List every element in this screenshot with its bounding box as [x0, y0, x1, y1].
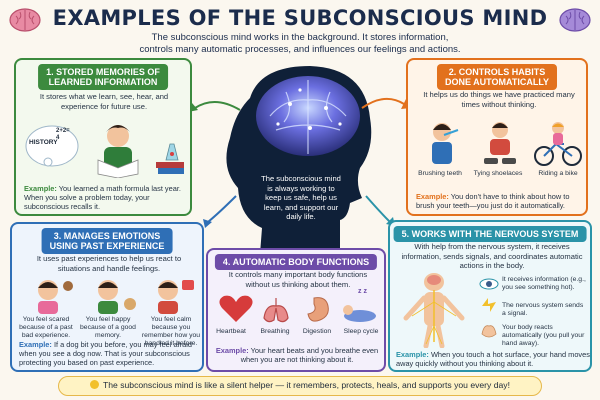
nervous-system-text: With help from the nervous system, it re… — [401, 242, 583, 270]
body-item-heartbeat: Heartbeat — [216, 328, 246, 335]
nervous-system-panel: 5. WORKS WITH THE NERVOUS SYSTEM With he… — [388, 220, 592, 372]
brain-logo-left-icon — [9, 8, 41, 32]
page-title: EXAMPLES OF THE SUBCONSCIOUS MIND — [52, 6, 548, 30]
body-functions-title: 4. AUTOMATIC BODY FUNCTIONS — [214, 254, 378, 270]
studying-boy-illustration — [25, 125, 184, 178]
nervous-system-example: Example: When you touch a hot surface, y… — [396, 350, 590, 368]
memories-panel: 1. STORED MEMORIES OF LEARNED INFORMATIO… — [14, 58, 192, 216]
habits-title-line-2: DONE AUTOMATICALLY — [444, 77, 550, 87]
emotions-example: Example: If a dog bit you before, you ma… — [19, 340, 201, 368]
footer-text: The subconscious mind is like a silent h… — [103, 380, 510, 390]
subtitle-line-1: The subconscious mind works in the backg… — [151, 32, 449, 43]
habits-panel: 2. CONTROLS HABITS DONE AUTOMATICALLY It… — [406, 58, 588, 216]
memories-title: 1. STORED MEMORIES OF LEARNED INFORMATIO… — [38, 64, 168, 90]
body-item-breathing: Breathing — [260, 328, 290, 335]
body-functions-panel: 4. AUTOMATIC BODY FUNCTIONS It controls … — [206, 248, 386, 372]
emotions-example-label: Example: — [19, 340, 52, 349]
page-subtitle: The subconscious mind works in the backg… — [90, 32, 510, 56]
sleep-z-text: z z — [358, 288, 367, 295]
habit-item-shoelaces: Tying shoelaces — [473, 170, 523, 177]
emotion-item-calm: You feel calm because you remember how y… — [141, 316, 201, 347]
emotions-panel: 3. MANAGES EMOTIONS USING PAST EXPERIENC… — [10, 222, 204, 372]
footer-banner: The subconscious mind is like a silent h… — [58, 376, 542, 396]
lightbulb-icon — [90, 380, 100, 389]
head-brain-illustration — [226, 66, 372, 254]
habits-text: It helps us do things we have practiced … — [423, 90, 575, 109]
body-item-sleep-cycle: Sleep cycle — [343, 328, 379, 335]
habits-title: 2. CONTROLS HABITS DONE AUTOMATICALLY — [436, 64, 558, 90]
emotions-title-line-1: 3. MANAGES EMOTIONS — [53, 231, 161, 241]
nervous-body-illustration — [403, 273, 465, 348]
center-caption: The subconscious mind is always working … — [261, 174, 341, 221]
nervous-step-receive: It receives information (e.g., you see s… — [502, 276, 586, 291]
emotions-text: It uses past experiences to help us reac… — [36, 254, 182, 273]
memories-title-line-1: 1. STORED MEMORIES OF — [46, 67, 160, 77]
subtitle-line-2: controls many automatic processes, and i… — [139, 44, 461, 55]
body-functions-text: It controls many important body function… — [228, 270, 368, 289]
memories-text: It stores what we learn, see, hear, and … — [39, 92, 169, 111]
nervous-system-title: 5. WORKS WITH THE NERVOUS SYSTEM — [393, 226, 587, 242]
memories-example-text: You learned a math formula last year. Wh… — [24, 184, 181, 212]
book-label-history: HISTORY — [29, 139, 58, 146]
body-functions-example: Example: Your heart beats and you breath… — [214, 346, 380, 364]
emotions-example-text: If a dog bit you before, you may feel af… — [19, 340, 192, 368]
emotions-title-line-2: USING PAST EXPERIENCE — [49, 241, 165, 251]
memories-example: Example: You learned a math formula last… — [24, 184, 188, 212]
body-example-text: Your heart beats and you breathe even wh… — [240, 346, 379, 365]
body-item-digestion: Digestion — [302, 328, 332, 335]
memories-title-line-2: LEARNED INFORMATION — [48, 77, 158, 87]
habit-item-brushing: Brushing teeth — [418, 170, 462, 177]
habits-example-label: Example: — [416, 192, 449, 201]
nervous-example-label: Example: — [396, 350, 429, 359]
habits-title-line-1: 2. CONTROLS HABITS — [448, 67, 546, 77]
emotions-title: 3. MANAGES EMOTIONS USING PAST EXPERIENC… — [41, 228, 173, 254]
emotion-item-scared: You feel scared because of a past bad ex… — [19, 316, 73, 339]
habit-item-bike: Riding a bike — [538, 170, 578, 177]
body-example-label: Example: — [215, 346, 249, 355]
nervous-step-signal: The nervous system sends a signal. — [502, 302, 584, 317]
body-functions-illustration — [219, 295, 376, 323]
nervous-step-react: Your body reacts automatically (you pull… — [502, 324, 585, 347]
brain-logo-right-icon — [559, 8, 591, 32]
book-label-math: 2+2= 4 — [56, 128, 70, 141]
habits-example: Example: You don't have to think about h… — [416, 192, 584, 210]
habits-example-text: You don't have to think about how to bru… — [416, 192, 570, 211]
habits-illustration — [432, 122, 582, 166]
nervous-example-text: When you touch a hot surface, your hand … — [396, 350, 590, 369]
emotion-item-happy: You feel happy because of a good memory. — [80, 316, 136, 339]
nervous-step-icons — [479, 278, 499, 338]
emotions-illustration — [38, 280, 194, 314]
memories-example-label: Example: — [24, 184, 57, 193]
